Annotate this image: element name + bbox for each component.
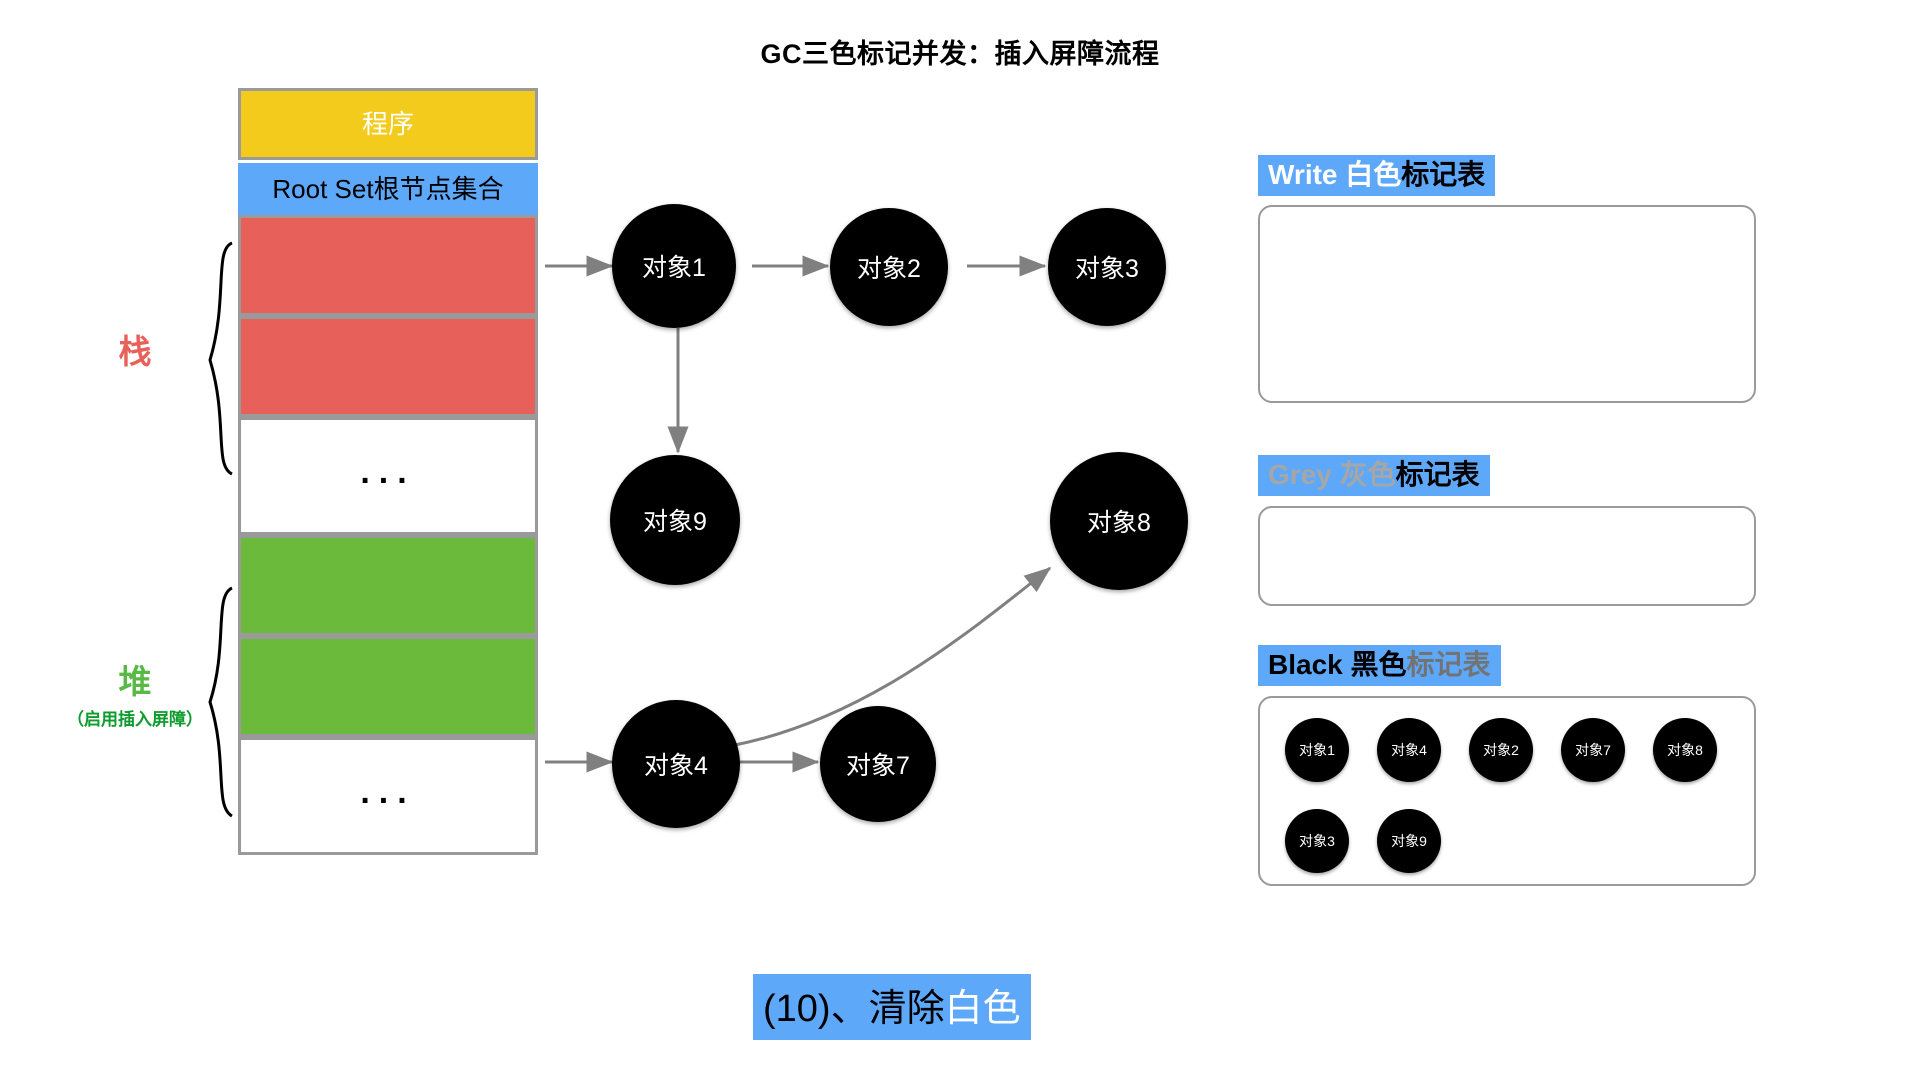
heap-label: 堆 （启用插入屏障） xyxy=(30,655,240,730)
grey-table-title-en: Grey xyxy=(1268,459,1340,490)
node-obj7[interactable]: 对象7 xyxy=(820,706,936,822)
ellipsis-label: ... xyxy=(360,772,416,811)
grey-marker-table-title: Grey 灰色标记表 xyxy=(1258,455,1490,497)
white-marker-table-box xyxy=(1258,205,1756,403)
node-obj2[interactable]: 对象2 xyxy=(830,208,948,326)
stack-label: 栈 xyxy=(118,333,152,370)
stack-slot-2 xyxy=(238,316,538,417)
black-chip-obj9[interactable]: 对象9 xyxy=(1377,809,1441,873)
white-table-title-color: 白色 xyxy=(1345,159,1402,190)
black-chip-obj2[interactable]: 对象2 xyxy=(1469,718,1533,782)
page-title: GC三色标记并发：插入屏障流程 xyxy=(760,39,1160,69)
grey-table-title-color: 灰色 xyxy=(1339,459,1396,490)
stack-slot-1 xyxy=(238,215,538,316)
stack-ellipsis-cell: ... xyxy=(238,417,538,535)
caption-prefix: (10)、清除 xyxy=(763,988,945,1030)
heap-label-note: （启用插入屏障） xyxy=(67,710,203,729)
caption-highlight: 白色 xyxy=(944,988,1021,1030)
stack-brace xyxy=(208,241,233,476)
black-chip-obj1[interactable]: 对象1 xyxy=(1285,718,1349,782)
heap-slot-1 xyxy=(238,535,538,636)
black-marker-table-title: Black 黑色标记表 xyxy=(1258,645,1501,687)
heap-ellipsis-cell: ... xyxy=(238,737,538,855)
node-obj3[interactable]: 对象3 xyxy=(1048,208,1166,326)
step-caption: (10)、清除白色 xyxy=(753,974,1031,1040)
black-chip-obj7[interactable]: 对象7 xyxy=(1561,718,1625,782)
black-table-title-suffix: 标记表 xyxy=(1406,649,1491,680)
ellipsis-label: ... xyxy=(360,452,416,491)
heap-slot-2 xyxy=(238,636,538,737)
white-table-title-suffix: 标记表 xyxy=(1401,159,1486,190)
grey-table-title-suffix: 标记表 xyxy=(1395,459,1480,490)
node-obj4[interactable]: 对象4 xyxy=(612,700,740,828)
heap-label-text: 堆 xyxy=(118,663,152,700)
root-set-box: Root Set根节点集合 xyxy=(238,163,538,215)
node-obj1[interactable]: 对象1 xyxy=(612,204,736,328)
memory-column: 程序 Root Set根节点集合 ... ... xyxy=(238,88,538,855)
node-obj8[interactable]: 对象8 xyxy=(1050,452,1188,590)
node-obj9[interactable]: 对象9 xyxy=(610,455,740,585)
white-marker-table-title: Write 白色标记表 xyxy=(1258,155,1496,197)
black-chip-obj8[interactable]: 对象8 xyxy=(1653,718,1717,782)
white-table-title-en: Write xyxy=(1268,159,1346,190)
black-chip-obj4[interactable]: 对象4 xyxy=(1377,718,1441,782)
black-table-title-color: 黑色 xyxy=(1350,649,1407,680)
black-chip-obj3[interactable]: 对象3 xyxy=(1285,809,1349,873)
grey-marker-table-box xyxy=(1258,506,1756,606)
black-table-title-en: Black xyxy=(1268,649,1351,680)
program-box: 程序 xyxy=(238,88,538,160)
